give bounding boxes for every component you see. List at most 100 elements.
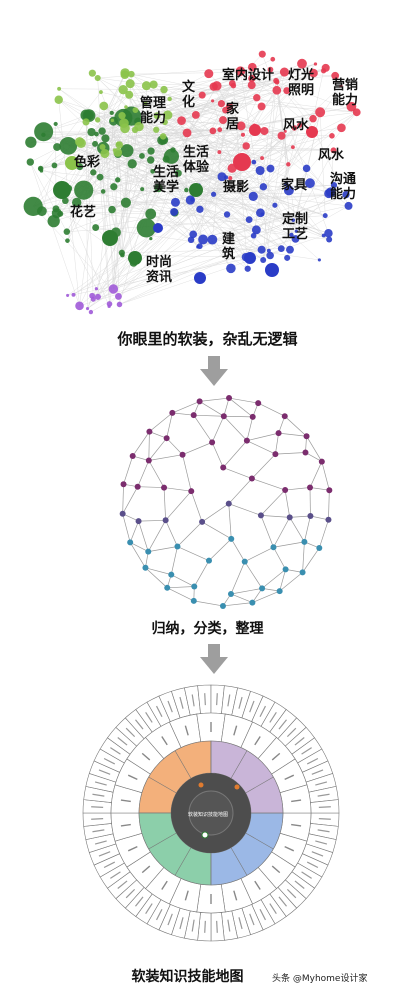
network-node: [125, 90, 134, 99]
sphere-node: [243, 437, 250, 444]
network-node: [128, 70, 135, 78]
network-node: [257, 102, 266, 111]
network-node: [71, 197, 82, 208]
sphere-edge: [246, 432, 279, 442]
network-node: [167, 96, 172, 102]
network-node: [305, 178, 315, 189]
network-edge: [164, 122, 291, 250]
network-node: [302, 164, 311, 173]
wheel-center-label: 软装知识技能地图: [187, 812, 228, 818]
network-edge: [65, 200, 275, 206]
network-edge: [113, 114, 197, 290]
wheel-outer-text-mark: [145, 903, 153, 914]
network-node: [283, 185, 294, 196]
network-node: [217, 100, 226, 108]
network-edge: [112, 209, 250, 220]
network-label: 家具: [281, 178, 308, 193]
network-node: [240, 132, 246, 137]
network-node: [225, 102, 234, 111]
network-edge: [125, 184, 334, 203]
network-edge: [85, 115, 94, 300]
network-node: [267, 66, 274, 73]
network-hub-node: [249, 124, 261, 136]
wheel-outer-text-mark: [125, 727, 136, 738]
sphere-edge: [222, 602, 253, 607]
sphere-svg: [119, 395, 333, 609]
network-edge: [43, 134, 326, 216]
wheel-inner-divider: [230, 750, 248, 779]
network-node: [339, 84, 343, 88]
network-node: [125, 79, 135, 89]
network-node: [99, 101, 109, 111]
wheel-middle-text-mark: [120, 799, 131, 803]
network-node: [226, 263, 236, 274]
sphere-edge: [164, 487, 192, 492]
network-node: [191, 111, 200, 119]
network-edge: [131, 73, 321, 113]
wheel-outer-text-mark: [216, 693, 218, 706]
wheel-outer-text-mark: [317, 793, 330, 797]
sphere-edge: [289, 517, 305, 543]
network-node: [63, 228, 71, 235]
wheel-outer-text-mark: [269, 903, 277, 914]
network-edge: [30, 161, 97, 289]
network-node: [92, 224, 100, 232]
sphere-edge: [261, 569, 286, 589]
sphere-edge: [163, 487, 166, 521]
network-edge: [129, 69, 271, 95]
sphere-node: [179, 451, 186, 458]
network-node: [342, 190, 350, 199]
sphere-edge: [223, 415, 253, 418]
network-node: [189, 230, 198, 239]
sphere-edge: [309, 487, 330, 491]
sphere-edge: [122, 484, 124, 514]
wheel-outer-text-mark: [311, 851, 324, 857]
network-node: [145, 208, 157, 220]
network-node: [113, 147, 123, 157]
network-node: [159, 133, 167, 140]
wheel-outer-text-mark: [191, 694, 195, 707]
network-edge: [134, 129, 143, 157]
network-node: [209, 127, 217, 135]
network-edge: [53, 168, 233, 222]
network-node: [251, 159, 257, 165]
network-node: [297, 58, 307, 69]
network-node: [57, 86, 62, 91]
network-node: [118, 112, 126, 120]
network-label: 时尚 资讯: [146, 255, 173, 285]
network-node: [76, 138, 86, 149]
wheel-middle-text-mark: [284, 846, 295, 852]
network-edge: [94, 143, 119, 297]
network-edge: [58, 88, 187, 191]
network-node: [209, 82, 218, 91]
wheel-outer-text-mark: [110, 747, 121, 755]
sphere-node: [120, 481, 127, 488]
sphere-edge: [130, 542, 149, 552]
network-edge: [146, 85, 293, 148]
wheel-outer-text-mark: [94, 781, 107, 786]
network-hub-node: [244, 252, 256, 264]
wheel-middle-text-mark: [233, 725, 238, 736]
sphere-node: [301, 538, 308, 545]
network-node: [257, 245, 266, 254]
network-node: [196, 243, 203, 250]
network-node: [160, 85, 168, 94]
network-node: [331, 71, 340, 80]
network-node: [170, 147, 176, 153]
network-hub-node: [153, 223, 163, 233]
wheel-outer-text-mark: [167, 913, 173, 926]
network-node: [286, 162, 291, 167]
sphere-node: [145, 548, 152, 555]
network-node: [272, 202, 278, 208]
wheel-middle-text-mark: [254, 736, 261, 746]
sphere-edge: [223, 415, 248, 441]
wheel-outer-text-mark: [227, 694, 231, 707]
network-node: [198, 234, 209, 245]
wheel-outer-text-mark: [179, 917, 184, 930]
network-edge: [96, 134, 110, 304]
sphere-edge: [201, 503, 229, 523]
network-node: [185, 195, 195, 205]
network-node: [313, 62, 318, 66]
network-node: [162, 119, 168, 126]
network-label: 花艺: [70, 205, 97, 220]
